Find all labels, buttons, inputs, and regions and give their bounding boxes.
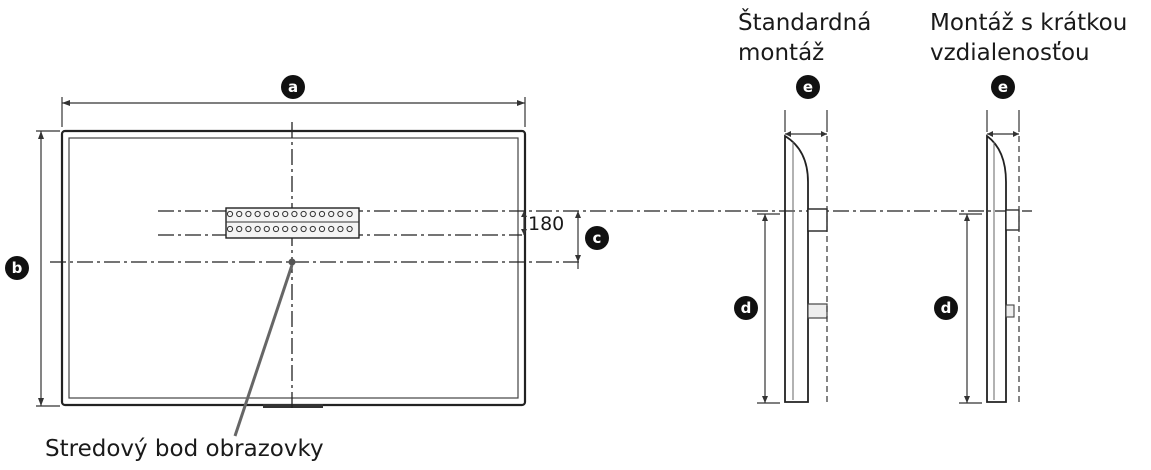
dimension-center-offset-c [575, 211, 581, 269]
standard-mount-bracket [807, 208, 828, 232]
badge-c: c [585, 226, 609, 250]
svg-text:e: e [998, 78, 1008, 96]
standard-mount-title-line1: Štandardná [738, 8, 871, 36]
standard-mount-side-view [757, 110, 828, 404]
offset-180-label: 180 [528, 213, 564, 235]
wall-mount-bracket [225, 207, 360, 239]
badge-e-short: e [991, 75, 1015, 99]
screen-center-caption: Stredový bod obrazovky [45, 436, 324, 462]
tv-screen-area [68, 137, 519, 399]
dimension-width-a [61, 97, 526, 127]
tv-outer-frame [60, 129, 527, 407]
svg-text:e: e [803, 78, 813, 96]
badge-b: b [5, 256, 29, 280]
short-mount-bracket [1005, 209, 1020, 231]
dimension-offset-180 [521, 211, 527, 235]
short-mount-title-line2: vzdialenosťou [930, 40, 1090, 66]
short-mount-title-line1: Montáž s krátkou [930, 10, 1127, 36]
short-mount-spacer [1005, 304, 1015, 318]
badge-d-standard: d [734, 296, 758, 320]
svg-text:c: c [593, 229, 602, 247]
short-mount-side-view [959, 110, 1020, 404]
badge-a: a [281, 75, 305, 99]
dimension-height-b [36, 130, 60, 407]
svg-text:b: b [12, 259, 23, 277]
svg-text:a: a [288, 78, 298, 96]
badge-d-short: d [934, 296, 958, 320]
svg-text:d: d [741, 299, 752, 317]
standard-mount-spacer [807, 303, 828, 319]
tv-bottom-stand-slot [263, 404, 323, 408]
screen-center-leader-line [233, 264, 294, 437]
svg-text:d: d [941, 299, 952, 317]
standard-mount-title-line2: montáž [738, 40, 824, 66]
screen-center-point [288, 258, 296, 266]
badge-e-standard: e [796, 75, 820, 99]
front-view [36, 97, 1032, 437]
